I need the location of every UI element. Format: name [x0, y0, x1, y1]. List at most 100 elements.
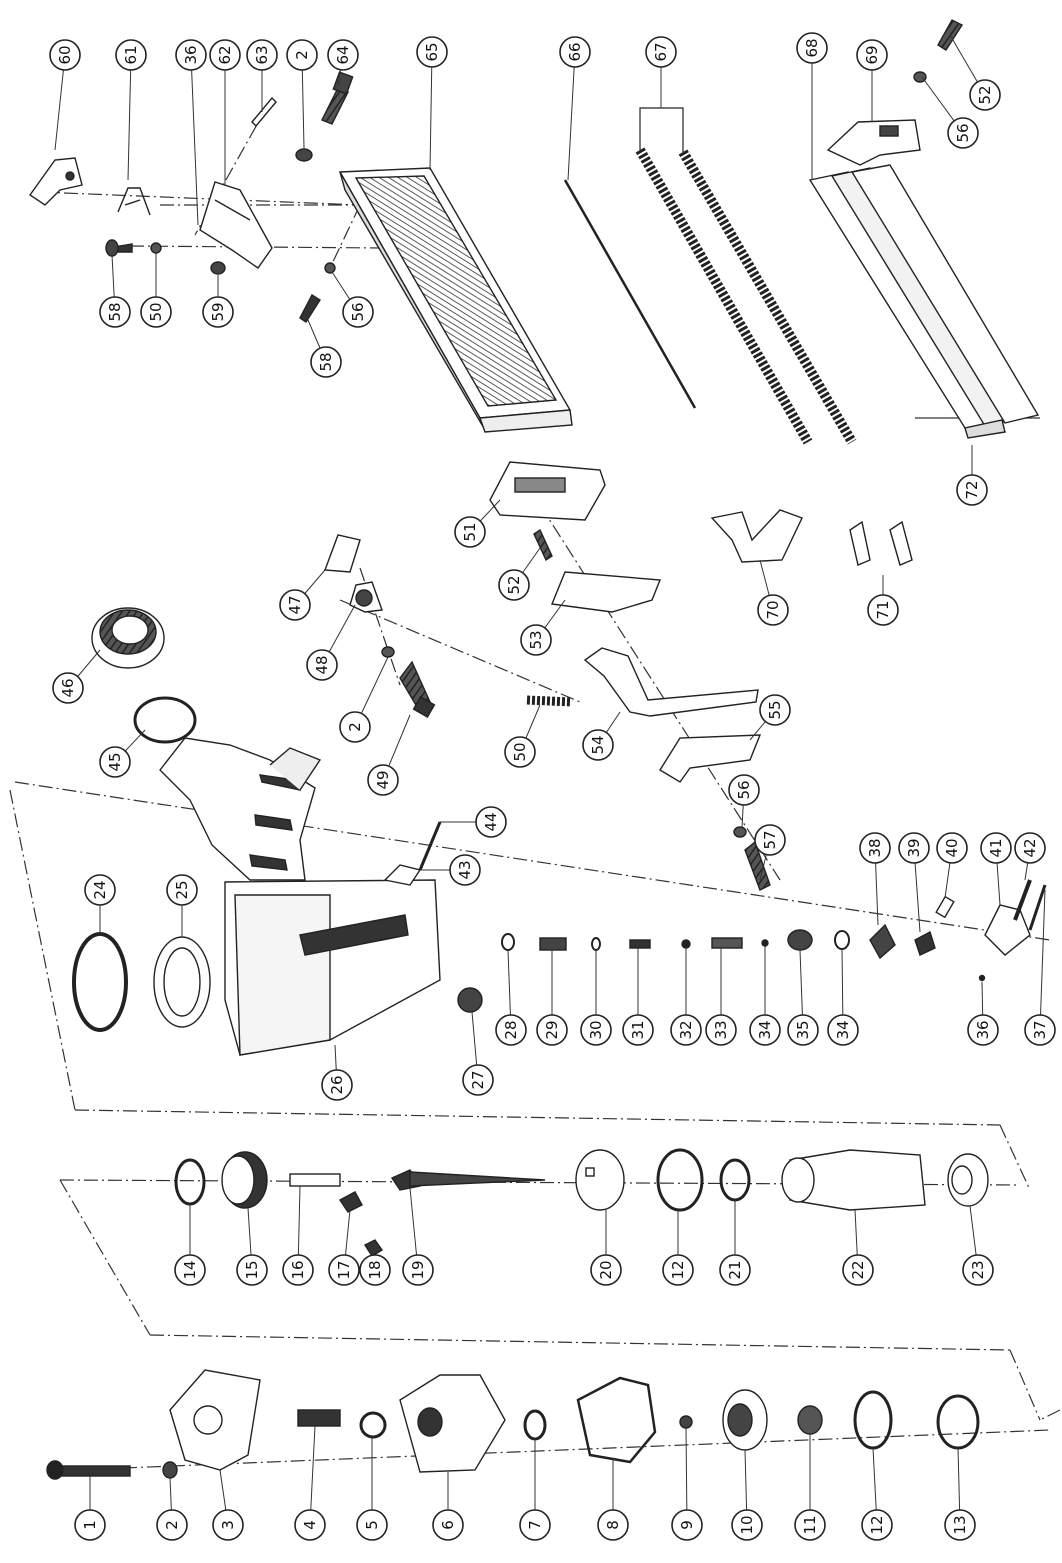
part-40	[935, 895, 955, 919]
callout-c51: 51	[454, 516, 486, 548]
callout-circle	[462, 1064, 494, 1096]
callout-circle	[827, 1014, 859, 1046]
oring-part-21	[719, 1158, 751, 1202]
callout-circle	[580, 1014, 612, 1046]
stem-part-33	[711, 937, 743, 949]
washer-part-2c	[162, 1461, 178, 1479]
callout-label: 11	[801, 1515, 819, 1534]
pin-part-44	[418, 821, 442, 871]
callout-label: 32	[677, 1020, 695, 1039]
callout-c66: 66	[559, 36, 591, 68]
callout-label: 2	[293, 50, 311, 60]
callout-circle	[662, 1254, 694, 1286]
callout-circle	[99, 746, 131, 778]
callout-label: 7	[526, 1520, 544, 1530]
callout-c36b: 36	[967, 1014, 999, 1046]
callout-c3: 3	[212, 1509, 244, 1541]
callout-circle	[719, 1254, 751, 1286]
callout-c63: 63	[246, 39, 278, 71]
callout-label: 56	[735, 780, 753, 799]
pin-part-36b	[978, 974, 986, 982]
callout-label: 44	[482, 812, 500, 831]
leader-line	[127, 54, 132, 181]
oring-part-34b	[834, 930, 850, 950]
callout-c59: 59	[202, 296, 234, 328]
callout-c19: 19	[402, 1254, 434, 1286]
callout-circle	[286, 39, 318, 71]
callout-c29: 29	[536, 1014, 568, 1046]
nut-part-59	[210, 261, 226, 275]
ball-part-32	[681, 939, 691, 949]
pusher-part-54	[583, 647, 759, 717]
callout-circle	[328, 1254, 360, 1286]
callout-c26: 26	[321, 1069, 353, 1101]
callout-circle	[967, 1014, 999, 1046]
coil-part-67a	[635, 147, 813, 445]
callout-c43: 43	[449, 854, 481, 886]
ring-part-12b	[853, 1390, 893, 1450]
callout-label: 16	[289, 1260, 307, 1279]
callout-c33: 33	[705, 1014, 737, 1046]
callout-c5: 5	[356, 1509, 388, 1541]
callout-c72: 72	[956, 474, 988, 506]
callout-circle	[475, 806, 507, 838]
callout-c71: 71	[867, 594, 899, 626]
callout-circle	[282, 1254, 314, 1286]
callout-label: 21	[726, 1260, 744, 1279]
callout-circle	[728, 774, 760, 806]
callout-c1: 1	[74, 1509, 106, 1541]
callout-circle	[52, 672, 84, 704]
leader-line	[1039, 889, 1046, 1031]
callout-c48: 48	[306, 649, 338, 681]
callout-label: 17	[335, 1260, 353, 1279]
callout-circle	[294, 1509, 326, 1541]
callout-c21: 21	[719, 1254, 751, 1286]
callout-circle	[671, 1509, 703, 1541]
callout-label: 63	[253, 45, 271, 64]
callout-c46: 46	[52, 672, 84, 704]
callout-circle	[327, 39, 359, 71]
callout-circle	[454, 516, 486, 548]
callout-c57: 57	[754, 824, 786, 856]
callout-circle	[449, 854, 481, 886]
callout-label: 6	[439, 1520, 457, 1530]
callout-label: 36	[182, 45, 200, 64]
callout-circle	[212, 1509, 244, 1541]
callout-circle	[859, 832, 891, 864]
callout-c67: 67	[645, 36, 677, 68]
callout-label: 58	[317, 352, 335, 371]
callout-circle	[115, 39, 147, 71]
callout-c30: 30	[580, 1014, 612, 1046]
ring-part-24	[72, 932, 128, 1032]
callout-circle	[754, 824, 786, 856]
callout-circle	[74, 1509, 106, 1541]
callout-c9: 9	[671, 1509, 703, 1541]
callout-circle	[705, 1014, 737, 1046]
nut-part-11	[797, 1405, 823, 1435]
callout-c50a: 50	[140, 296, 172, 328]
valve-plate-part-6	[399, 1374, 506, 1473]
callout-label: 33	[712, 1020, 730, 1039]
callout-c54: 54	[582, 729, 614, 761]
callout-circle	[757, 594, 789, 626]
callout-c11: 11	[794, 1509, 826, 1541]
oring-part-7	[523, 1409, 547, 1441]
callout-label: 47	[286, 595, 304, 614]
callout-c58b: 58	[310, 346, 342, 378]
callout-circle	[794, 1509, 826, 1541]
callout-c2a: 2	[286, 39, 318, 71]
washer-part-2b	[381, 646, 395, 658]
callout-c34a: 34	[749, 1014, 781, 1046]
bracket-part-69	[826, 119, 921, 166]
gasket-part-8	[576, 1376, 657, 1464]
callout-circle	[787, 1014, 819, 1046]
callout-label: 52	[505, 575, 523, 594]
callout-c50b: 50	[504, 736, 536, 768]
callout-circle	[861, 1509, 893, 1541]
callout-label: 62	[216, 45, 234, 64]
callout-c31: 31	[622, 1014, 654, 1046]
callout-label: 3	[219, 1520, 237, 1530]
callout-c64: 64	[327, 39, 359, 71]
callout-label: 68	[803, 38, 821, 57]
